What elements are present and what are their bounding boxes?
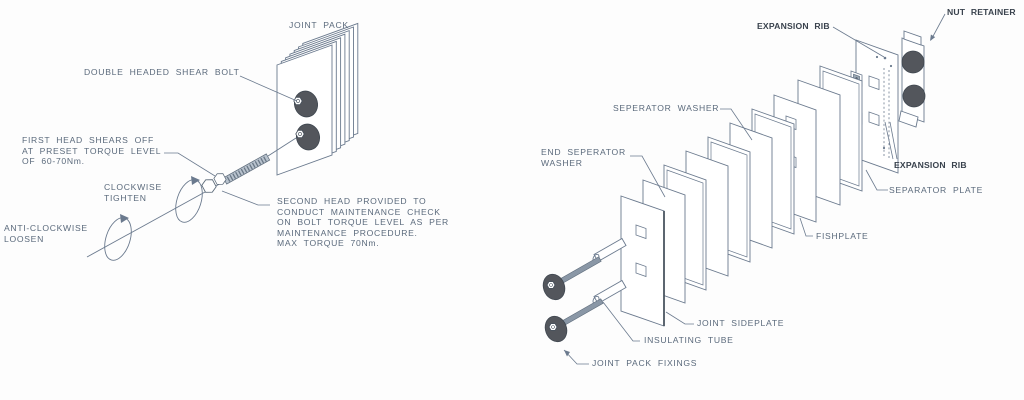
leader-lines-right [563,13,946,365]
nut-retainer-leader [930,13,946,41]
plate-stack [620,65,863,327]
joint-pack-fixings-leader [563,349,589,365]
anti-clockwise-loosen-label: ANTI-CLOCKWISE LOOSEN [4,223,88,244]
joint-pack-fixings-arrowhead [564,350,570,357]
fishplate-label: FISHPLATE [816,231,869,241]
anticlockwise-arrowhead [120,214,129,223]
separator-plate-label: SEPARATOR PLATE [889,185,984,195]
fishplate-leader [799,217,813,237]
nut-retainer-arrowhead [930,34,936,41]
joint-sideplate-drawing [620,195,665,327]
bolt-first-head [201,179,217,193]
retainer-nut-upper [901,50,925,74]
first-head-leader [164,152,216,177]
anticlockwise-arrow [104,217,132,261]
retainer-tab-bottom [898,110,919,128]
bolt-second-head [213,173,227,185]
expansion-rib-top-label: EXPANSION RIB [757,21,830,31]
insulating-tube-leader [602,301,640,342]
seperator-washer-leader [720,108,753,141]
expansion-rib-bottom-leader2 [889,121,898,160]
pack-bolt-head-upper [293,97,303,105]
end-seperator-washer-leader [630,155,666,198]
retainer-strip [901,37,925,123]
insulating-tubes [592,237,627,305]
joint-pack-label: JOINT PACK [289,20,349,30]
second-head-note: SECOND HEAD PROVIDED TO CONDUCT MAINTENA… [277,196,449,249]
end-seperator-washer-label: END SEPERATOR WASHER [541,147,626,168]
seperator-washer-label: SEPERATOR WASHER [613,103,720,113]
retainer-nut-lower [902,84,926,108]
fixing-head-lower [548,323,558,331]
clockwise-arrowhead [191,176,200,185]
joint-pack-stack [276,22,359,176]
insulating-tube-label: INSULATING TUBE [644,335,734,345]
rotation-arrows [104,176,203,261]
first-head-note: FIRST HEAD SHEARS OFF AT PRESET TORQUE L… [22,135,162,167]
nut-retainer-label: NUT RETAINER [947,7,1016,17]
fixing-head-upper [546,281,556,289]
shear-bolt-label: DOUBLE HEADED SHEAR BOLT [84,67,240,77]
bolt-threads [226,155,269,182]
second-head-leader [221,190,270,206]
expansion-rib-bottom-leader [884,121,894,160]
bolt-shank [222,153,271,185]
fixing-shaft [558,298,604,328]
clockwise-tighten-label: CLOCKWISE TIGHTEN [104,182,162,203]
shear-bolt [201,153,271,193]
shear-bolt-diagram [86,22,359,261]
retainer-tab-top [903,30,922,46]
joint-pack-fixings-drawing [542,256,604,343]
joint-sideplate-leader [665,311,694,325]
expansion-rib-top-leader [832,26,885,58]
joint-pack-fixings-label: JOINT PACK FIXINGS [592,358,698,368]
leader-lines-left [164,75,298,206]
pack-bolt-head-lower [295,130,305,138]
shear-bolt-leader [239,75,298,102]
fixing-shaft [556,256,602,286]
separator-plate-leader [865,169,888,191]
expansion-rib-bottom-label: EXPANSION RIB [894,160,967,170]
joint-sideplate-label: JOINT SIDEPLATE [697,318,785,328]
nut-retainer-drawing [898,30,926,128]
joint-pack-exploded-diagram [542,13,946,365]
